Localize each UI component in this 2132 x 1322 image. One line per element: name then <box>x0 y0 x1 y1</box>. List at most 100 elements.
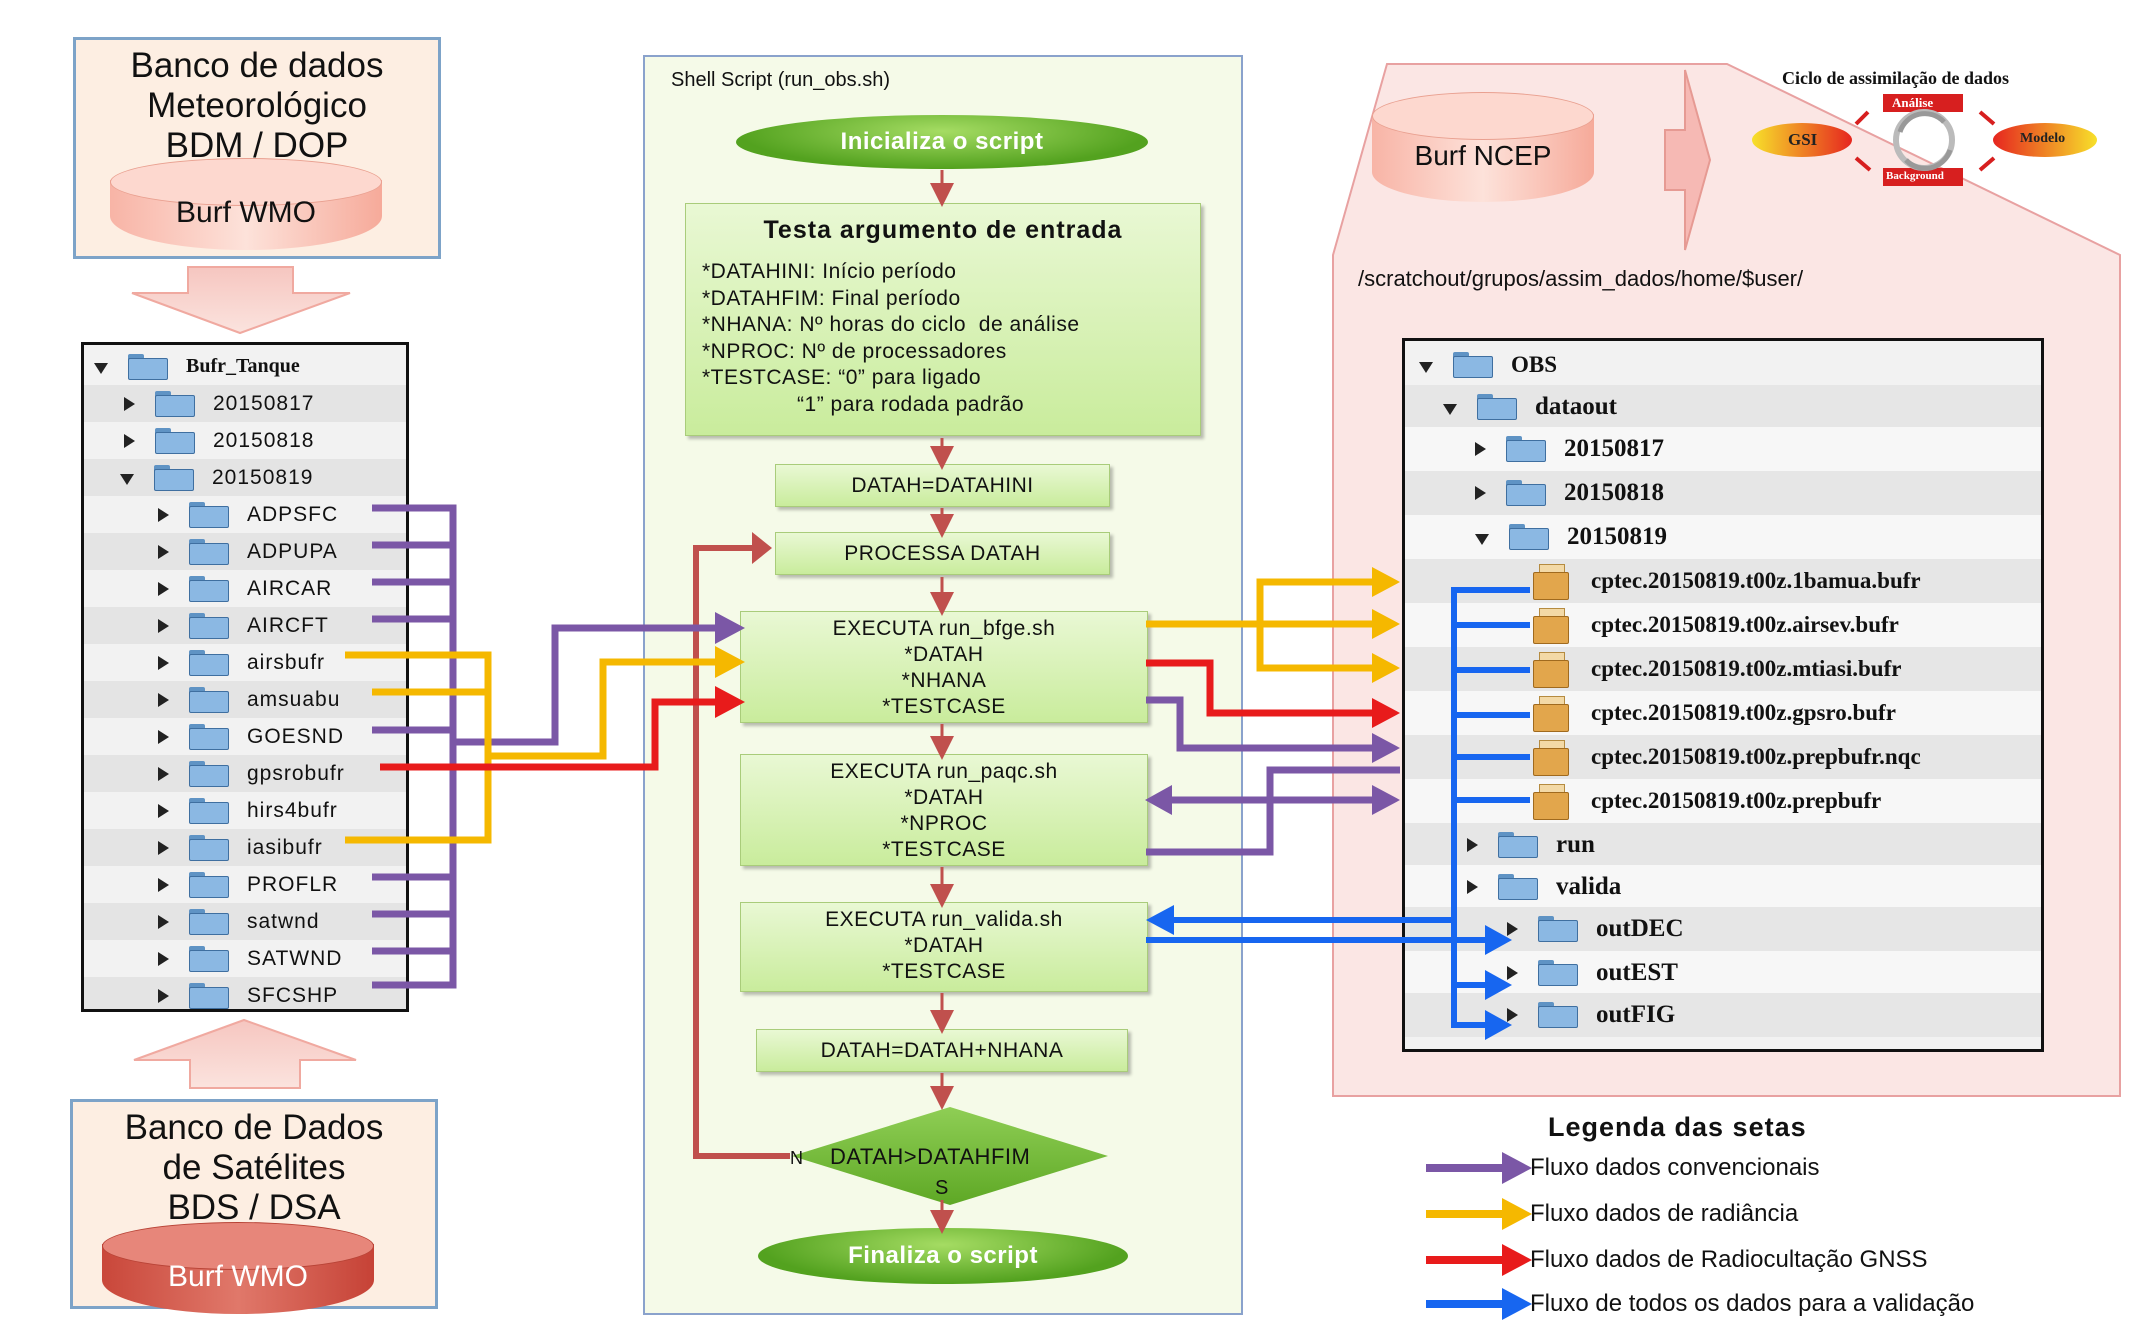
folder-icon <box>189 945 229 972</box>
tree-item-row[interactable]: airsbufr <box>84 644 406 681</box>
tree-item-row[interactable]: gpsrobufr <box>84 755 406 792</box>
burf-ncep-db: Burf NCEP <box>1372 92 1594 202</box>
expand-icon[interactable] <box>1467 838 1478 852</box>
tree-item-row[interactable]: ADPUPA <box>84 533 406 570</box>
tree-item-row[interactable]: PROFLR <box>84 866 406 903</box>
expand-icon[interactable] <box>158 581 169 596</box>
legend-title: Legenda das setas <box>1548 1112 1807 1142</box>
tree-item-row[interactable]: AIRCFT <box>84 607 406 644</box>
tree-file-row[interactable]: cptec.20150819.t00z.prepbufr <box>1405 779 2041 823</box>
tree-folder-row[interactable]: valida <box>1405 865 2041 909</box>
folder-icon <box>189 871 229 898</box>
cycle-background: Background <box>1886 170 1944 182</box>
tree-item-row[interactable]: AIRCAR <box>84 570 406 607</box>
expand-icon[interactable] <box>158 618 169 633</box>
burf-wmo-label-top: Burf WMO <box>176 196 316 229</box>
file-icon <box>1533 608 1571 644</box>
file-icon <box>1533 740 1571 776</box>
folder-icon <box>189 501 229 528</box>
folder-icon <box>1538 916 1578 942</box>
tree-date-row[interactable]: 20150819 <box>84 459 406 496</box>
expand-icon[interactable] <box>1507 922 1518 936</box>
tree-obs[interactable]: OBS <box>1405 343 2041 387</box>
expand-icon[interactable] <box>158 544 169 559</box>
tree-folder-row[interactable]: outFIG <box>1405 993 2041 1037</box>
expand-icon[interactable] <box>1475 442 1486 456</box>
tree-file-row[interactable]: cptec.20150819.t00z.1bamua.bufr <box>1405 559 2041 603</box>
folder-icon <box>189 538 229 565</box>
tree-folder-row[interactable]: 20150818 <box>1405 471 2041 515</box>
cycle-modelo: Modelo <box>2020 131 2066 146</box>
expand-icon[interactable] <box>158 877 169 892</box>
folder-icon <box>189 686 229 713</box>
tree-item-row[interactable]: amsuabu <box>84 681 406 718</box>
burf-wmo-label-bottom: Burf WMO <box>168 1260 308 1293</box>
expand-icon[interactable] <box>1507 966 1518 980</box>
test-arg-line: *DATAHFIM: Final período <box>702 286 961 310</box>
run-paqc-box: EXECUTA run_paqc.sh*DATAH*NPROC*TESTCASE <box>740 754 1148 866</box>
start-node: Inicializa o script <box>736 115 1148 169</box>
collapse-icon[interactable] <box>1419 361 1433 373</box>
tree-date-row[interactable]: 20150817 <box>84 385 406 422</box>
expand-icon[interactable] <box>1467 880 1478 894</box>
collapse-icon[interactable] <box>1475 533 1489 545</box>
folder-icon <box>189 760 229 787</box>
ncep-path: /scratchout/grupos/assim_dados/home/$use… <box>1358 266 1804 291</box>
tree-item-row[interactable]: ADPSFC <box>84 496 406 533</box>
expand-icon[interactable] <box>1475 486 1486 500</box>
expand-icon[interactable] <box>124 396 135 411</box>
folder-icon <box>128 353 168 380</box>
root-label: Bufr_Tanque <box>186 355 300 377</box>
tree-item-row[interactable]: GOESND <box>84 718 406 755</box>
decision-label: DATAH>DATAHFIM <box>830 1144 1031 1169</box>
tree-item-row[interactable]: SFCSHP <box>84 977 406 1009</box>
tree-date-row[interactable]: 20150818 <box>84 422 406 459</box>
expand-icon[interactable] <box>158 951 169 966</box>
expand-icon[interactable] <box>1507 1008 1518 1022</box>
expand-icon[interactable] <box>158 507 169 522</box>
file-icon <box>1533 564 1571 600</box>
expand-icon[interactable] <box>158 914 169 929</box>
folder-icon <box>1498 874 1538 900</box>
expand-icon[interactable] <box>158 988 169 1003</box>
expand-icon[interactable] <box>158 729 169 744</box>
bds-dsa-title: Banco de Dados de Satélites BDS / DSA <box>124 1108 384 1227</box>
folder-icon <box>189 908 229 935</box>
tree-folder-row[interactable]: outDEC <box>1405 907 2041 951</box>
expand-icon[interactable] <box>124 433 135 448</box>
folder-icon <box>1506 480 1546 506</box>
run-valida-box: EXECUTA run_valida.sh*DATAH*TESTCASE <box>740 902 1148 992</box>
test-arg-line: *TESTCASE: “0” para ligado <box>702 366 982 389</box>
tree-folder-row[interactable]: run <box>1405 823 2041 867</box>
tree-item-row[interactable]: satwnd <box>84 903 406 940</box>
tree-folder-row[interactable]: 20150817 <box>1405 427 2041 471</box>
expand-icon[interactable] <box>158 766 169 781</box>
datah-init-box: DATAH=DATAHINI <box>775 464 1110 507</box>
collapse-icon[interactable] <box>1443 403 1457 415</box>
tree-folder-row[interactable]: outEST <box>1405 951 2041 995</box>
collapse-icon[interactable] <box>94 363 108 374</box>
legend-arrow-icon <box>1426 1152 1532 1184</box>
folder-icon <box>1453 352 1493 378</box>
expand-icon[interactable] <box>158 803 169 818</box>
expand-icon[interactable] <box>158 655 169 670</box>
tree-item-row[interactable]: iasibufr <box>84 829 406 866</box>
test-arg-line: *NHANA: Nº horas do ciclo de análise <box>702 313 1080 336</box>
tree-dataout[interactable]: dataout <box>1405 385 2041 429</box>
tree-folder-row[interactable]: 20150819 <box>1405 515 2041 559</box>
folder-icon <box>189 575 229 602</box>
test-arg-line: “1” para rodada padrão <box>702 392 1024 416</box>
folder-icon <box>189 723 229 750</box>
collapse-icon[interactable] <box>120 474 134 485</box>
tree-root[interactable]: Bufr_Tanque <box>84 348 406 385</box>
tree-item-row[interactable]: hirs4bufr <box>84 792 406 829</box>
burf-wmo-db-top: Burf WMO <box>110 158 382 250</box>
expand-icon[interactable] <box>158 840 169 855</box>
decision-yes-label: S <box>935 1177 949 1199</box>
tree-item-row[interactable]: SATWND <box>84 940 406 977</box>
expand-icon[interactable] <box>158 692 169 707</box>
folder-icon <box>189 797 229 824</box>
test-args-box: Testa argumento de entrada *DATAHINI: In… <box>685 203 1201 436</box>
